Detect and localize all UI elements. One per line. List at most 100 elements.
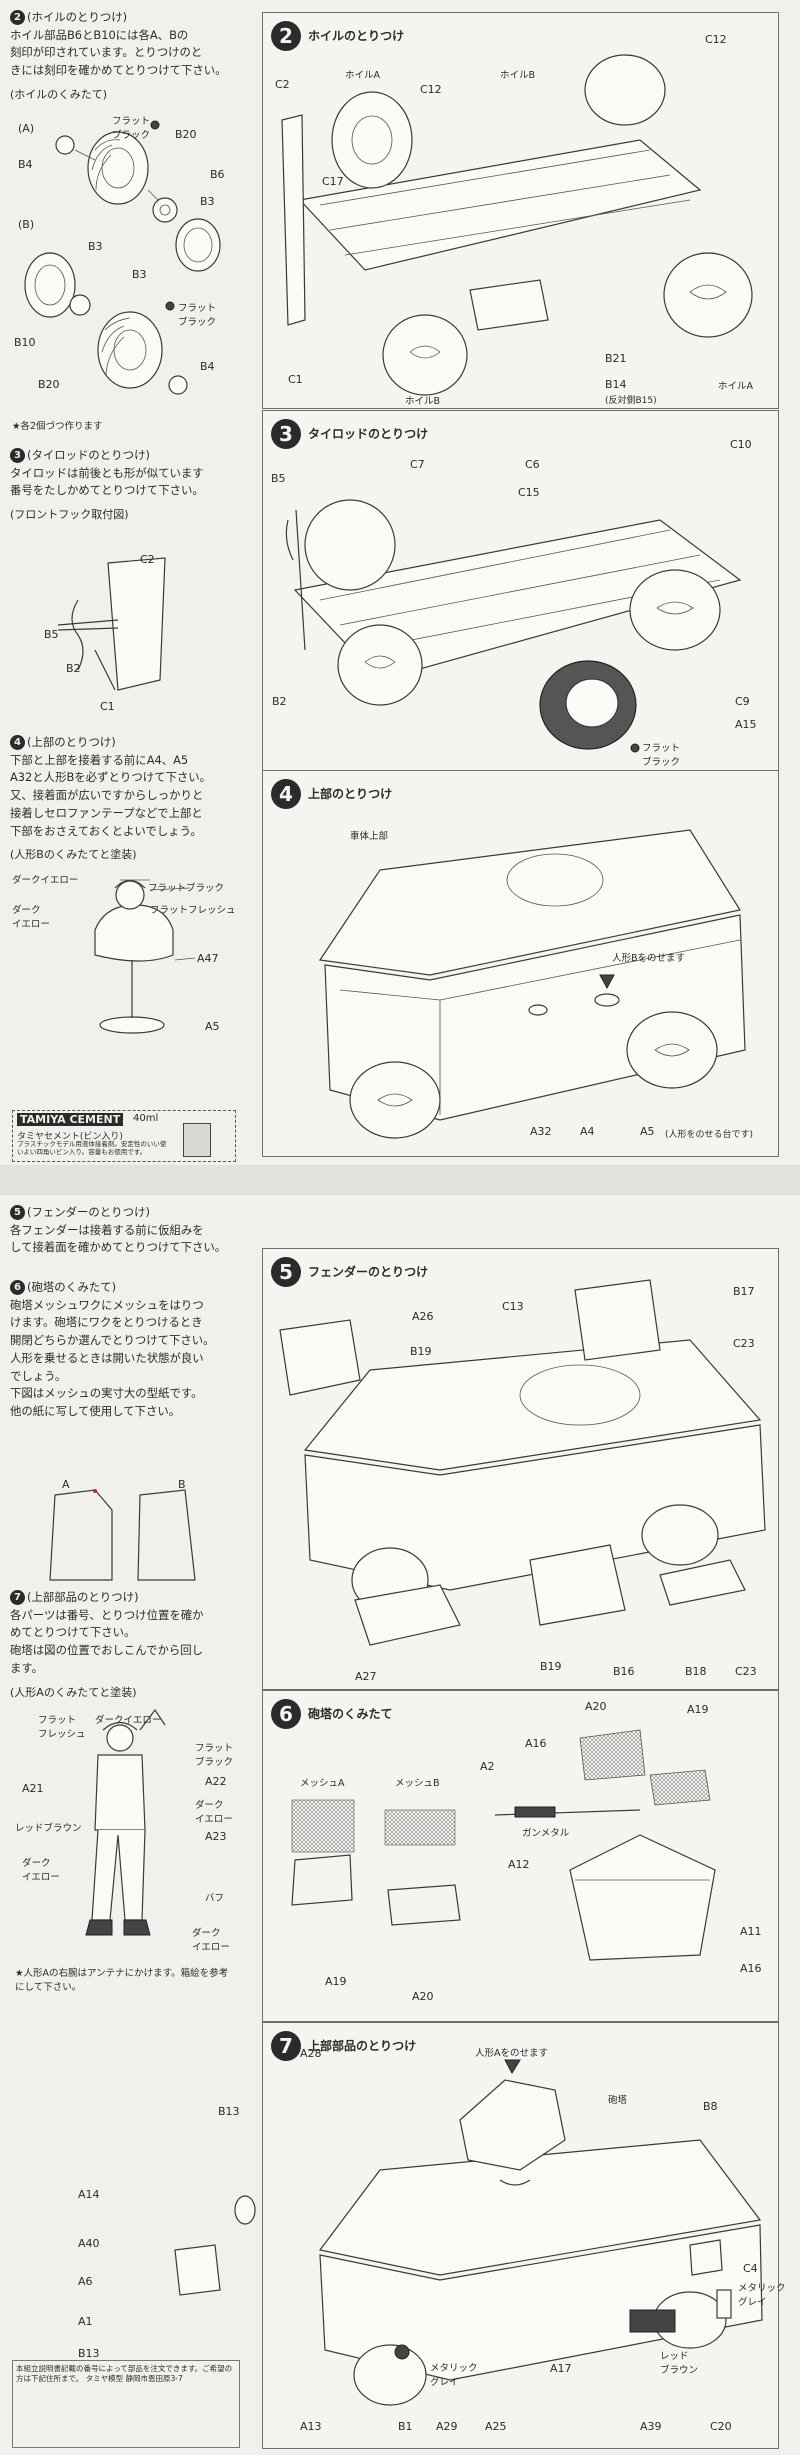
s6-a16b: A16 xyxy=(740,1962,762,1975)
step6-line-7: 他の紙に写して使用して下さい。 xyxy=(10,1404,181,1419)
front-hook-subtitle: (フロントフック取付図) xyxy=(10,508,129,522)
step4-line-1: 下部と上部を接着する前にA4、A5 xyxy=(10,752,189,767)
s3-b2: B2 xyxy=(272,695,287,708)
front-plate-c2 xyxy=(107,557,166,691)
step7-heading: 7(上部部品のとりつけ) xyxy=(10,1590,235,1606)
s7-a25: A25 xyxy=(485,2420,507,2433)
fig-a-buff: バフ xyxy=(205,1893,225,1904)
s7-figure-a: 人形Aをのせます xyxy=(475,2048,548,2059)
s5-c13: C13 xyxy=(502,1300,524,1313)
s3-flat-black: フラット ブラック xyxy=(642,743,681,768)
step2-line-2: 刻印が印されています。とりつけのと xyxy=(10,45,203,60)
s6-mesh-a: メッシュA xyxy=(300,1778,345,1789)
mesh-template-b-label: B xyxy=(178,1478,186,1491)
pipe-c4 xyxy=(716,2289,732,2319)
spare-tire-a15-rim xyxy=(565,678,619,728)
step2-text-column: 2(ホイルのとりつけ) ホイル部品B6とB10には各A、Bの 刻印が印されていま… xyxy=(10,10,235,106)
step6-line-4: 人形を乗せるときは開いた状態が良い xyxy=(10,1350,204,1365)
s6-mesh-b: メッシュB xyxy=(395,1778,440,1789)
tire-b20-a-tread xyxy=(91,139,121,191)
s4-a4: A4 xyxy=(580,1125,595,1138)
sheet-gap xyxy=(0,1165,800,1195)
leader-flat-black xyxy=(149,887,191,891)
figure-a-boots xyxy=(85,1919,151,1936)
s2-wheel-a1: ホイルA xyxy=(345,70,380,81)
s7-b13b: B13 xyxy=(78,2347,100,2360)
step5-heading: 5(フェンダーのとりつけ) xyxy=(10,1205,235,1221)
front-hook-b5: B5 xyxy=(44,628,59,641)
stowage-box-b16 xyxy=(529,1544,626,1626)
wheel-b-label: (B) xyxy=(18,218,35,231)
step6-text-column: 6(砲塔のくみたて) 砲塔メッシュワクにメッシュをはりつ けます。砲塔にワクをと… xyxy=(10,1280,235,1422)
s7-a1: A1 xyxy=(78,2315,93,2328)
figure-b-cap xyxy=(114,879,146,889)
front-hook-b2: B2 xyxy=(66,662,81,675)
tire-b20-b xyxy=(97,311,163,389)
s7-a28: A28 xyxy=(300,2047,322,2060)
wheel-a-rear-hub xyxy=(689,284,727,300)
step2-panel-title: ホイルのとりつけ xyxy=(308,29,405,43)
hull-turret-ring-step5 xyxy=(519,1364,641,1426)
step4-line-3: 又、接着面が広いですからしっかりと xyxy=(10,788,204,803)
rim-b3-a-inner xyxy=(183,227,213,263)
s3-b5: B5 xyxy=(271,472,286,485)
s7-b13a: B13 xyxy=(218,2105,240,2118)
s4-a5-note: (人形をのせる台です) xyxy=(665,1130,754,1140)
step4-panel-title: 上部のとりつけ xyxy=(308,787,393,801)
wheel-hub-b6-center xyxy=(159,204,171,216)
wheel-step4-rear-hub xyxy=(654,1043,690,1057)
part-b1 xyxy=(394,2344,410,2360)
sheet1-right-illustrations xyxy=(281,54,753,1139)
flat-black-dot-b xyxy=(165,301,175,311)
seat-a5-step4 xyxy=(594,993,620,1007)
wheel-a-b4: B4 xyxy=(18,158,33,171)
s7-red-brown: レッド ブラウン xyxy=(660,2351,699,2376)
wheel-b-front-bottom xyxy=(382,314,468,396)
step3-number: 3 xyxy=(10,448,25,463)
s7-a29: A29 xyxy=(436,2420,458,2433)
tie-rod-b5 xyxy=(57,619,119,631)
arrow-figure-a xyxy=(504,2059,521,2075)
step4-line-4: 接着しセロファンテープなどで上部と xyxy=(10,805,203,820)
turret-step7 xyxy=(459,2079,566,2171)
flat-black-dot-a xyxy=(150,120,160,130)
flat-black-dot-step3 xyxy=(630,743,640,753)
mesh-b-sheet xyxy=(384,1809,456,1846)
step7-line-2: めてとりつけて下さい。 xyxy=(10,1625,136,1640)
hub-b10 xyxy=(69,294,91,316)
mesh-template-a-mark xyxy=(93,1489,97,1493)
step4-heading: 4(上部のとりつけ) xyxy=(10,735,235,751)
rim-b3-b-inner xyxy=(34,264,66,306)
box-a40 xyxy=(174,2244,221,2296)
step4-line-5: 下部をおさえておくとよいでしょう。 xyxy=(10,823,202,838)
step7-panel-title: 上部部品のとりつけ xyxy=(308,2039,417,2053)
s5-a26: A26 xyxy=(412,1310,434,1323)
s5-a27: A27 xyxy=(355,1670,377,1683)
s7-metallic-gray-2: メタリック グレイ xyxy=(430,2363,478,2388)
s7-c20: C20 xyxy=(710,2420,732,2433)
step2-panel-number: 2 xyxy=(271,21,301,51)
fig-a-flat-black: フラット ブラック xyxy=(195,1743,234,1768)
figure-a-cap xyxy=(102,1721,138,1731)
step7-panel-number: 7 xyxy=(271,2031,301,2061)
s3-c9: C9 xyxy=(735,695,750,708)
s3-c6: C6 xyxy=(525,458,540,471)
s5-b16: B16 xyxy=(613,1665,635,1678)
wheel-step5-rear xyxy=(641,1504,719,1566)
step5-text-column: 5(フェンダーのとりつけ) 各フェンダーは接着する前に仮組みを して接着面を確か… xyxy=(10,1205,235,1258)
step7-number: 7 xyxy=(10,1590,25,1605)
step7-line-4: ます。 xyxy=(10,1660,44,1675)
part-a4-step4 xyxy=(528,1004,548,1016)
s6-a20b: A20 xyxy=(412,1990,434,2003)
fig-b-a47: A47 xyxy=(197,952,219,965)
s2-c2: C2 xyxy=(275,78,290,91)
s4-a5: A5 xyxy=(640,1125,655,1138)
assembly-line-a1 xyxy=(74,149,96,161)
step6-panel: 6 砲塔のくみたて xyxy=(262,1690,779,2022)
mesh-template-b xyxy=(137,1489,196,1581)
front-hook-c2: C2 xyxy=(140,553,155,566)
step6-number: 6 xyxy=(10,1280,25,1295)
step3-line-1: タイロッドは前後とも形が似ています xyxy=(10,465,204,480)
machine-gun-body xyxy=(514,1806,556,1818)
